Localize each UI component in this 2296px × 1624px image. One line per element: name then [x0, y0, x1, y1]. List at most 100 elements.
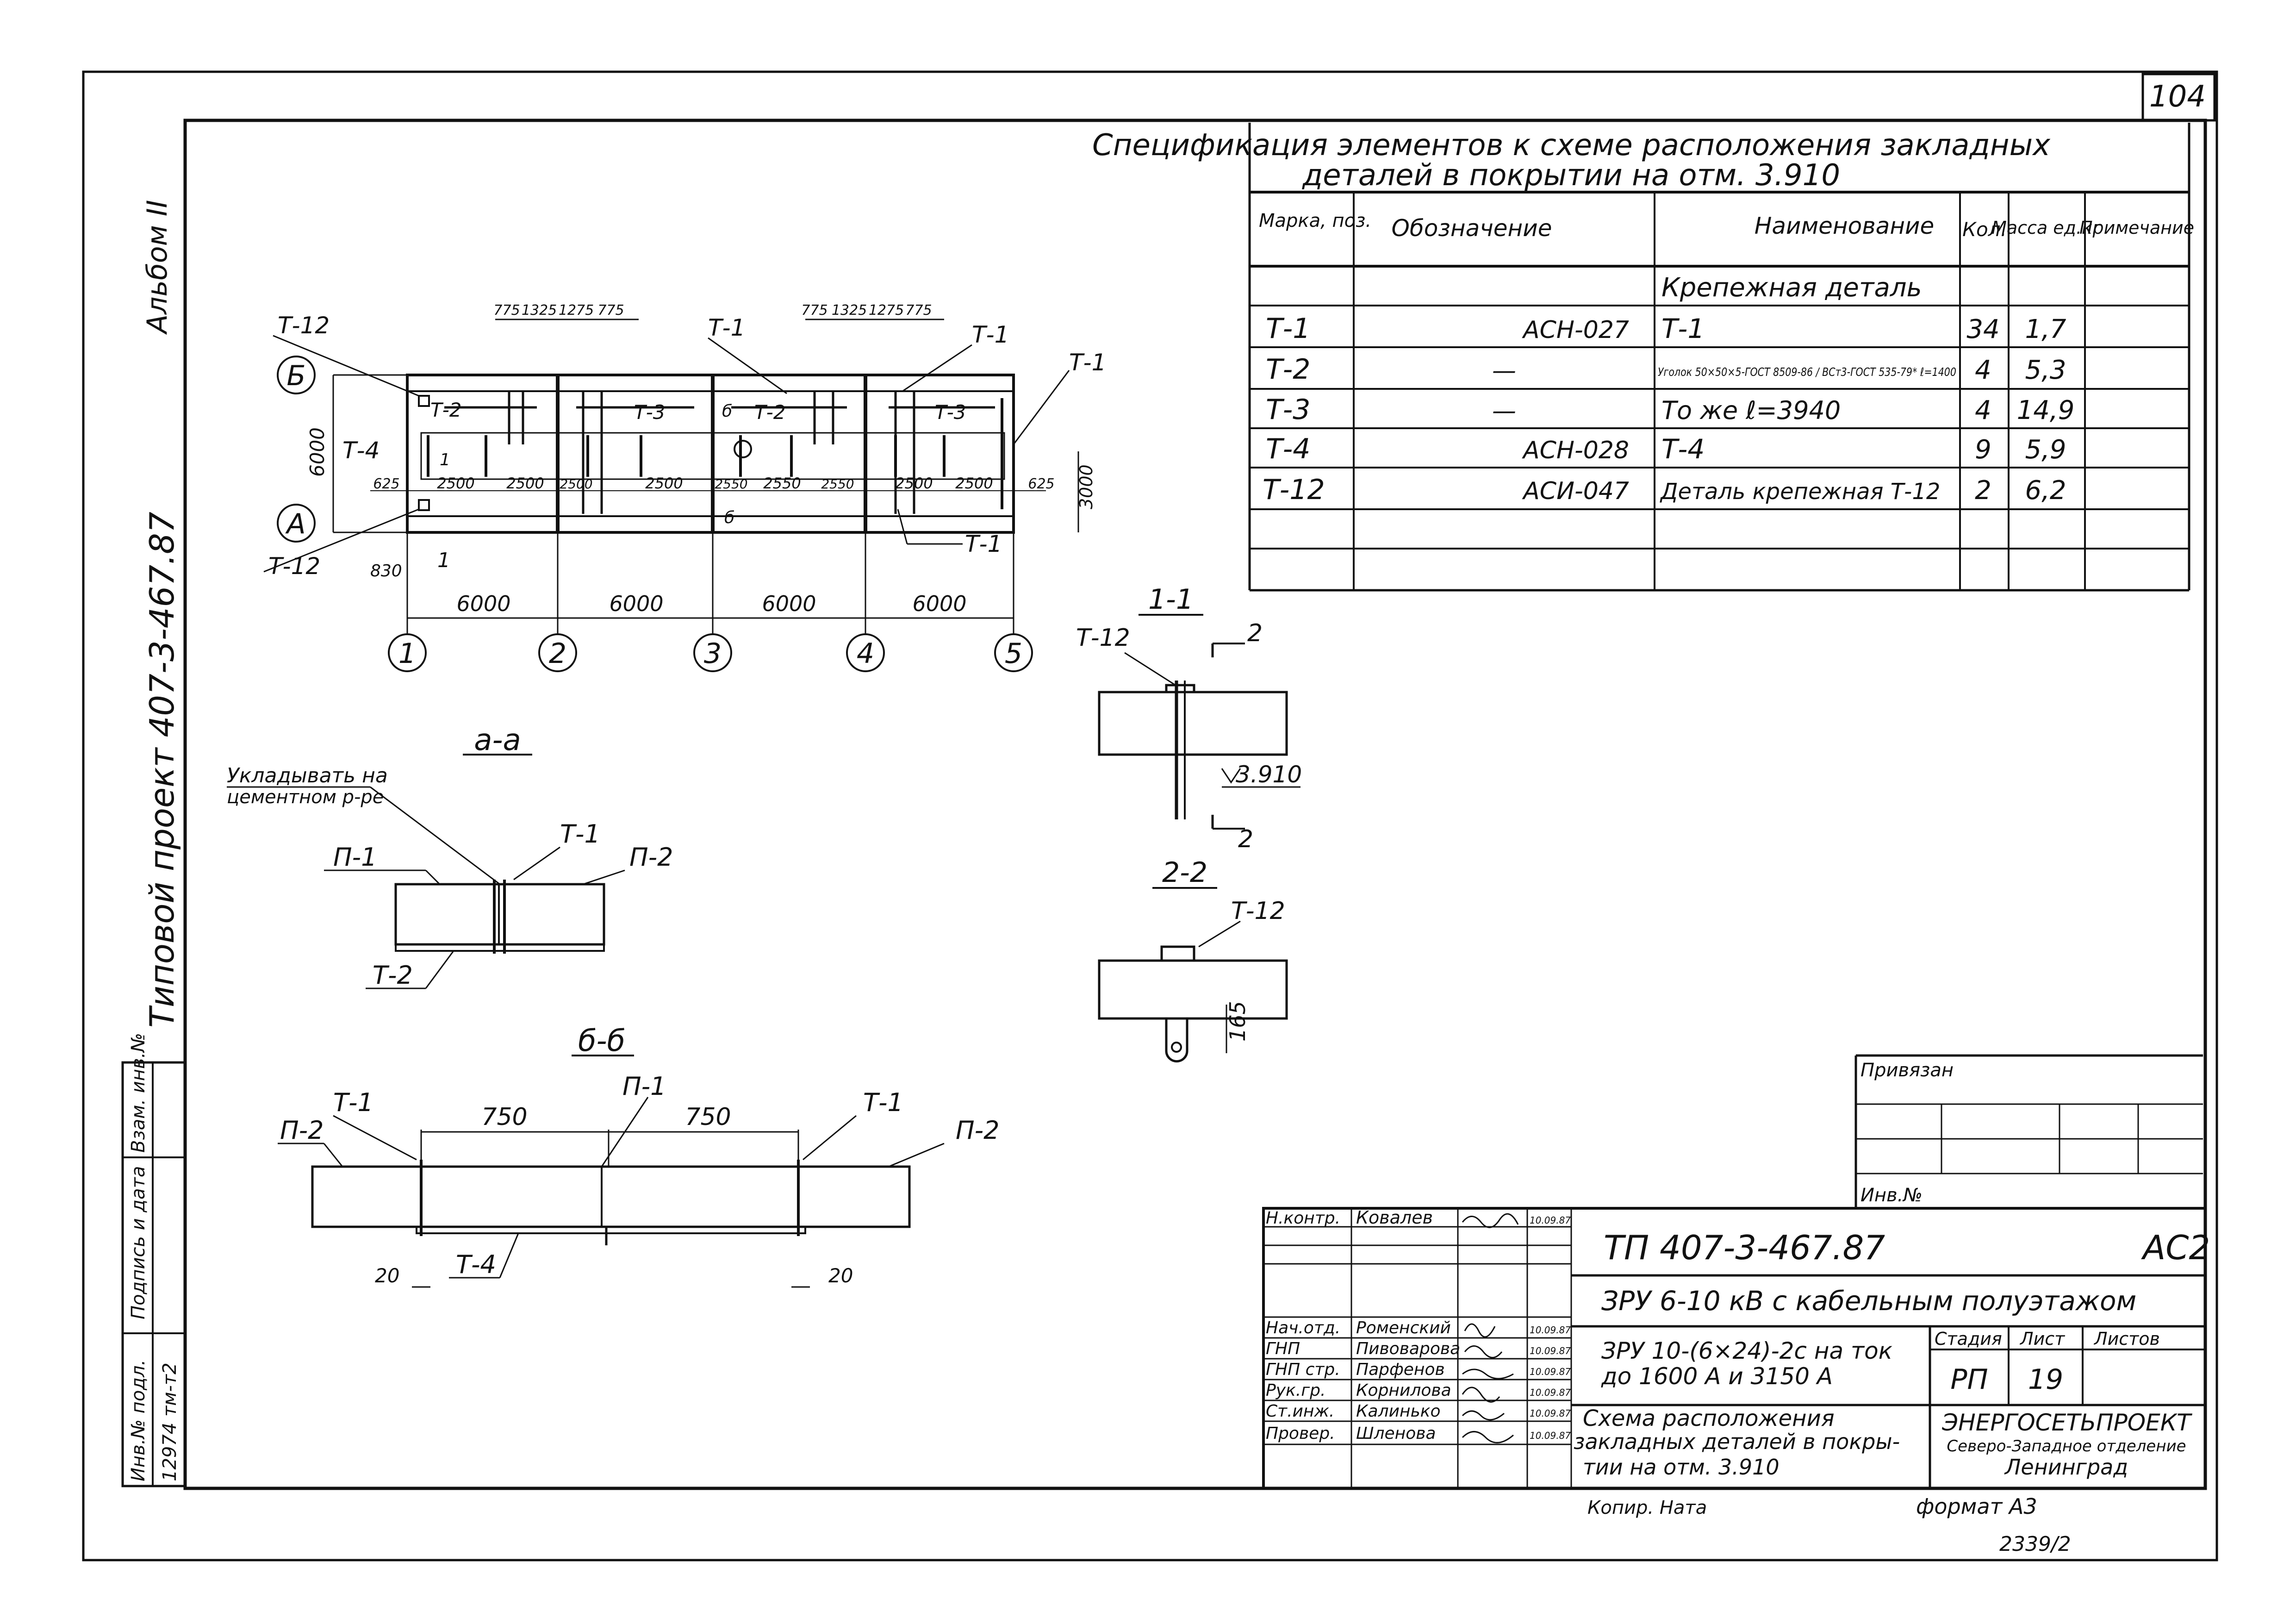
section-aa: а-а Укладывать на цементном р-ре П-1 Т-1…: [227, 723, 673, 990]
tb-sheet: 19: [2028, 1363, 2063, 1396]
section-aa-title: а-а: [474, 723, 521, 757]
sheet-corner-box: [2141, 73, 2216, 122]
edge-dim: 830: [370, 562, 402, 581]
stamp-label-vzam: Взам. инв.№: [128, 1033, 149, 1153]
tb-sheets-label: Листов: [2093, 1329, 2160, 1349]
tb-person-name: Калинько: [1356, 1402, 1441, 1421]
header-mark: Марка, поз.: [1259, 210, 1371, 231]
row-label: А: [285, 508, 305, 540]
section-bb-dim: 750: [685, 1103, 731, 1131]
privyazan-inv-label: Инв.№: [1860, 1185, 1923, 1206]
plan-tag: б: [722, 402, 732, 421]
inner-dim: 2500: [560, 476, 592, 492]
spec-row-designation: —: [1492, 397, 1516, 425]
left-margin: Альбом II Типовой проект 407-3-467.87 Вз…: [121, 200, 187, 1487]
spec-row-name: Т-1: [1661, 313, 1705, 344]
spec-row-mark: Т-12: [1263, 474, 1325, 506]
tb-role: Ст.инж.: [1266, 1402, 1334, 1421]
plan-tag: Т-1: [965, 531, 1002, 557]
tb-role: Провер.: [1266, 1424, 1335, 1443]
section-aa-note-line1: Укладывать на: [227, 764, 388, 787]
section-aa-note-line2: цементном р-ре: [227, 787, 384, 808]
spec-row-designation: —: [1492, 357, 1516, 385]
tb-date: 10.09.87: [1530, 1366, 1571, 1377]
tb-date: 10.09.87: [1530, 1387, 1571, 1398]
span-dim: 6000: [456, 591, 510, 616]
section-bb-tag: Т-1: [333, 1088, 373, 1117]
section-11-title: 1-1: [1148, 583, 1194, 616]
tb-person-row: Ст.инж. Калинько 10.09.87: [1266, 1402, 1571, 1421]
tb-role: Н.контр.: [1266, 1209, 1340, 1228]
tb-role: Рук.гр.: [1266, 1381, 1325, 1400]
header-note: Примечание: [2079, 218, 2194, 238]
spec-row-designation: АСИ-047: [1522, 477, 1629, 505]
tb-stage: РП: [1950, 1363, 1988, 1396]
plan-tag: Т-1: [972, 321, 1009, 348]
tb-org-city: Ленинград: [2004, 1455, 2128, 1480]
section-bb-tag: Т-1: [863, 1088, 903, 1117]
plan-tag: 1: [440, 450, 450, 469]
right-dim: 3000: [1076, 464, 1096, 509]
tb-stage-label: Стадия: [1935, 1329, 2002, 1349]
section-11: 1-1 Т-12 2 2 3.910: [1076, 583, 1302, 853]
section-bb-tag: П-2: [956, 1116, 999, 1145]
tb-person-row: ГНП Пивоварова 10.09.87: [1266, 1339, 1571, 1358]
plan-tag: Т-12: [268, 553, 320, 580]
spec-row-name: Деталь крепежная Т-12: [1660, 479, 1940, 505]
spec-row: Т-1 АСН-027 Т-1 34 1,7: [1266, 312, 2066, 345]
header-mass: Масса ед.кг: [1991, 218, 2102, 238]
tb-date: 10.09.87: [1530, 1215, 1571, 1226]
span-dim: 6000: [609, 591, 663, 616]
section-aa-tag: П-2: [629, 843, 673, 872]
section-11-tag: Т-12: [1076, 624, 1130, 652]
section-22-tag: Т-12: [1231, 897, 1285, 925]
header-qty: Кол.: [1962, 218, 2007, 241]
header-name: Наименование: [1755, 212, 1935, 239]
plan-tag: б: [724, 508, 734, 527]
spec-row-mark: Т-3: [1266, 394, 1310, 426]
tb-drawing-line2: закладных деталей в покры-: [1574, 1429, 1900, 1454]
spec-row: Т-12 АСИ-047 Деталь крепежная Т-12 2 6,2: [1263, 474, 2066, 506]
section-bb-dim: 750: [481, 1103, 527, 1131]
tb-drawing-line1: Схема расположения: [1583, 1405, 1835, 1431]
inner-dim: 2500: [506, 475, 544, 492]
spec-row: Т-4 АСН-028 Т-4 9 5,9: [1266, 433, 2066, 465]
spec-row-mark: Т-2: [1266, 353, 1310, 386]
spec-row-qty: 4: [1975, 355, 1991, 385]
section-bb-tag: П-1: [622, 1072, 666, 1101]
outer-frame: [82, 70, 2218, 1562]
tb-person-name: Пивоварова: [1356, 1339, 1460, 1358]
axis-label: 4: [857, 637, 874, 670]
spec-row-mass: 1,7: [2025, 314, 2066, 344]
spec-row-qty: 2: [1975, 475, 1991, 506]
plan-tag: Т-4: [342, 437, 380, 464]
tb-role: ГНП стр.: [1266, 1360, 1340, 1379]
inner-dim: 2500: [955, 475, 993, 492]
spec-row-mark: Т-1: [1266, 312, 1310, 345]
top-dim: 1275: [559, 302, 594, 319]
plan-tag: Т-1: [708, 314, 745, 341]
tb-role: ГНП: [1266, 1339, 1300, 1358]
inner-frame: [183, 119, 2207, 1490]
stamp-inv-value: 12974 тм-т2: [159, 1362, 180, 1481]
spec-row-name: Уголок 50×50×5-ГОСТ 8509-86 / ВСт3-ГОСТ …: [1658, 365, 1956, 379]
section-bb-dim: 20: [375, 1264, 399, 1287]
spec-row: Т-2 — Уголок 50×50×5-ГОСТ 8509-86 / ВСт3…: [1266, 353, 2066, 386]
axis-label: 5: [1005, 637, 1022, 670]
axis-label: 2: [549, 637, 566, 670]
spec-row-mark: Т-4: [1266, 433, 1310, 465]
project-label: Типовой проект 407-3-467.87: [143, 512, 181, 1028]
privyazan-block: Привязан Инв.№: [1854, 1054, 2203, 1208]
section-11-cut-label: 2: [1247, 619, 1263, 647]
tb-subtitle-line2: до 1600 А и 3150 А: [1601, 1363, 1833, 1390]
tb-person-name: Роменский: [1356, 1318, 1451, 1337]
section-22-title: 2-2: [1162, 856, 1207, 889]
section-11-elevation: 3.910: [1236, 761, 1302, 788]
plan-tag: Т-2: [754, 401, 786, 424]
top-dim: 1275: [869, 302, 904, 319]
spec-title-line2: деталей в покрытии на отм. 3.910: [1302, 158, 1840, 193]
tb-org-branch: Северо-Западное отделение: [1947, 1437, 2186, 1455]
copier-label: Копир. Ната: [1587, 1497, 1707, 1518]
tb-object: ЗРУ 6-10 кВ с кабельным полуэтажом: [1601, 1285, 2136, 1317]
